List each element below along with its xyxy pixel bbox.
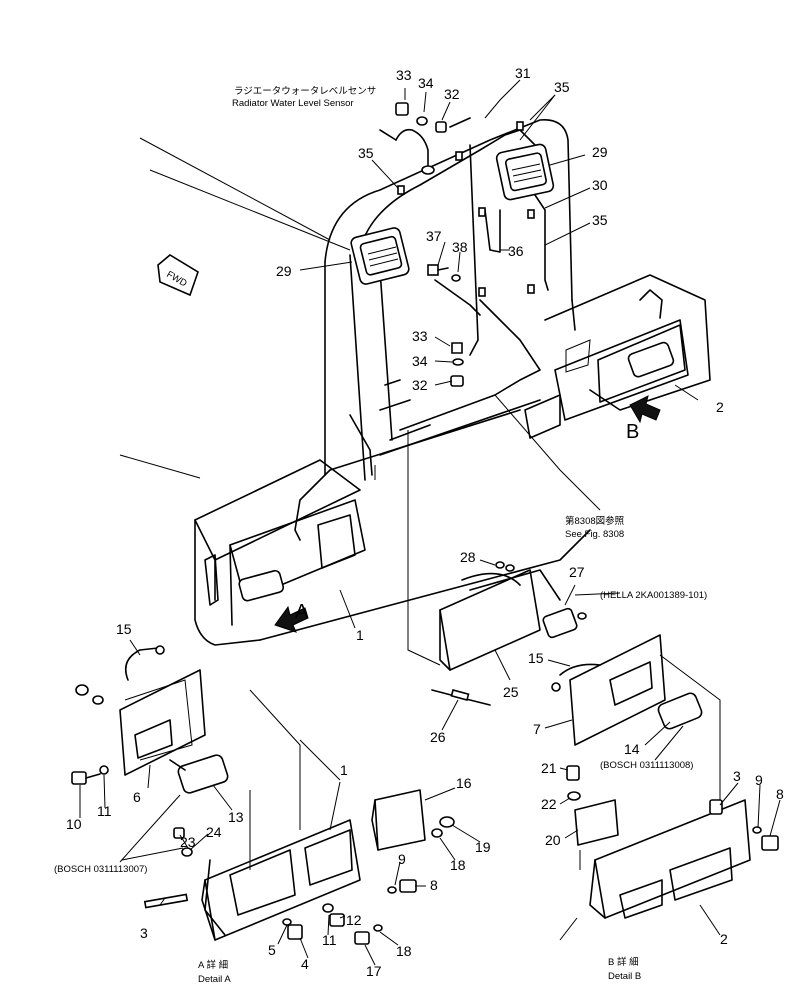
detail-b-label-en: Detail B [608, 971, 641, 982]
callout-13: 13 [228, 809, 244, 825]
callout-27: 27 [569, 564, 585, 580]
callout-6: 6 [133, 789, 141, 805]
hella-part-label: (HELLA 2KA001389-101) [600, 590, 707, 601]
see-fig-label-jp: 第8308図参照 [565, 515, 625, 527]
callout-32: 32 [444, 86, 460, 102]
callout-5: 5 [268, 942, 276, 958]
callout-17: 17 [366, 963, 382, 979]
callout-26: 26 [430, 729, 446, 745]
callout-29: 29 [276, 263, 292, 279]
callout-9: 9 [755, 772, 763, 788]
view-arrow-a [274, 605, 309, 633]
callout-1: 1 [356, 627, 364, 643]
view-a-label: A [295, 601, 309, 623]
fasteners-top [395, 102, 471, 387]
callout-11: 11 [97, 803, 112, 819]
callout-36: 36 [508, 243, 524, 259]
callout-8: 8 [776, 786, 784, 802]
callout-11: 11 [322, 932, 337, 948]
detail-b [551, 634, 779, 919]
callout-37: 37 [426, 228, 442, 244]
view-arrow-b [629, 395, 661, 424]
callout-19: 19 [475, 839, 491, 855]
callout-16: 16 [456, 775, 472, 791]
callout-25: 25 [503, 684, 519, 700]
callout-1: 1 [340, 762, 348, 778]
callout-33: 33 [412, 328, 428, 344]
callout-20: 20 [545, 832, 561, 848]
bosch-part-label-a: (BOSCH 0311113007) [54, 864, 147, 875]
detail-a-label-jp: A 詳 細 [198, 959, 228, 971]
callout-numbers: 33 34 32 31 35 35 29 30 35 37 38 36 29 3… [66, 65, 784, 979]
callout-23: 23 [180, 834, 196, 850]
callout-21: 21 [541, 760, 557, 776]
bosch-part-label-b: (BOSCH 0311113008) [600, 760, 693, 771]
callout-12: 12 [346, 912, 362, 928]
callout-34: 34 [412, 353, 428, 369]
callout-29: 29 [592, 144, 608, 160]
callout-15: 15 [528, 650, 544, 666]
callout-15: 15 [116, 621, 132, 637]
leader-lines [79, 79, 781, 966]
callout-8: 8 [430, 877, 438, 893]
callout-2: 2 [716, 399, 724, 415]
callout-9: 9 [398, 851, 406, 867]
callout-35: 35 [554, 79, 570, 95]
machine-frame [119, 119, 711, 666]
callout-14: 14 [624, 741, 640, 757]
fwd-arrow [157, 254, 199, 297]
text-labels: ラジエータウォータレベルセンサ Radiator Water Level Sen… [54, 86, 707, 985]
view-b-label: B [626, 421, 639, 443]
wiring-harness [294, 121, 549, 541]
callout-24: 24 [206, 824, 222, 840]
callout-30: 30 [592, 177, 608, 193]
work-lamp-right [495, 143, 555, 201]
license-lamp-assembly [431, 561, 587, 706]
callout-2: 2 [720, 931, 728, 947]
callout-33: 33 [396, 67, 412, 83]
callout-3: 3 [140, 925, 148, 941]
detail-a [71, 645, 455, 945]
detail-b-label-jp: B 詳 細 [608, 956, 639, 968]
callout-18: 18 [450, 857, 466, 873]
see-fig-label-en: See Fig. 8308 [565, 529, 624, 540]
work-lamp-left [350, 227, 410, 285]
callout-35: 35 [358, 145, 374, 161]
callout-18: 18 [396, 943, 412, 959]
callout-4: 4 [301, 956, 309, 972]
callout-28: 28 [460, 549, 476, 565]
callout-10: 10 [66, 816, 82, 832]
callout-22: 22 [541, 796, 557, 812]
callout-35: 35 [592, 212, 608, 228]
sensor-label-en: Radiator Water Level Sensor [232, 98, 354, 109]
sensor-label-jp: ラジエータウォータレベルセンサ [234, 86, 376, 97]
callout-31: 31 [515, 65, 531, 81]
callout-38: 38 [452, 239, 468, 255]
callout-3: 3 [733, 768, 741, 784]
callout-7: 7 [533, 721, 541, 737]
callout-34: 34 [418, 75, 434, 91]
detail-a-label-en: Detail A [198, 974, 231, 985]
callout-32: 32 [412, 377, 428, 393]
